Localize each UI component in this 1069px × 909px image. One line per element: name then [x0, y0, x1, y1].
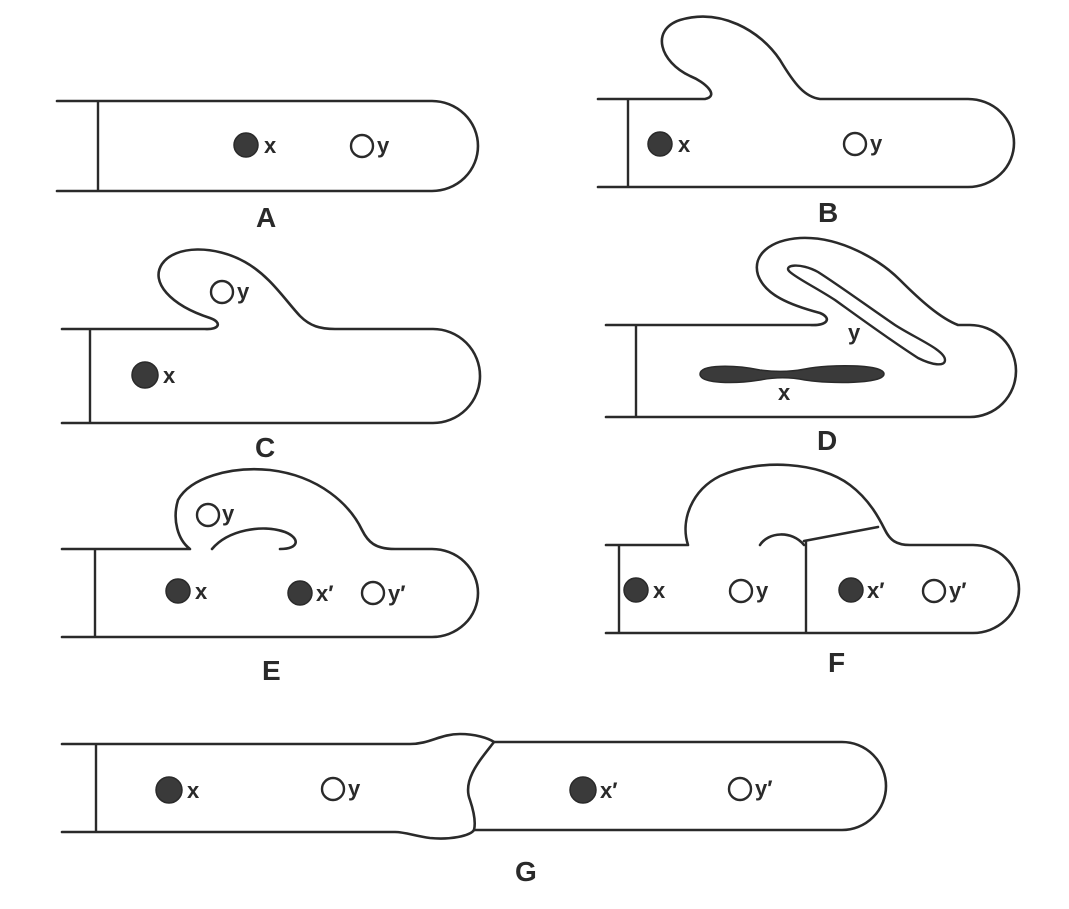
panel-c-nucleus-y — [209, 279, 235, 305]
panel-c-label-y: y — [237, 279, 250, 304]
panel-f-label-x-prime: x′ — [867, 578, 885, 603]
panel-e-label-x: x — [195, 579, 208, 604]
panel-f-clamp-junction — [758, 525, 880, 547]
panel-c: x y C — [60, 248, 482, 463]
panel-g: x y x′ y′ G — [60, 732, 888, 887]
panel-d-nucleus-y-dividing — [786, 264, 947, 366]
panel-g-nucleus-y — [320, 776, 346, 802]
panel-c-label-x: x — [163, 363, 176, 388]
panel-d-letter: D — [817, 425, 837, 456]
panel-g-label-y: y — [348, 776, 361, 801]
panel-f: x y x′ y′ F — [604, 463, 1021, 678]
panel-b-label-x: x — [678, 132, 691, 157]
panel-d: x y D — [604, 236, 1018, 456]
panel-a-label-x: x — [264, 133, 277, 158]
panel-f-label-y: y — [756, 578, 769, 603]
panel-g-letter: G — [515, 856, 537, 887]
panel-g-label-y-prime: y′ — [755, 776, 773, 801]
panel-c-nucleus-x — [131, 361, 159, 389]
panel-a-hypha — [55, 99, 480, 193]
panel-e-clamp-hook — [210, 527, 297, 551]
panel-b-nucleus-y — [842, 131, 868, 157]
panel-e-nucleus-x-prime — [287, 580, 313, 606]
panel-c-hypha — [60, 248, 482, 425]
panel-b-letter: B — [818, 197, 838, 228]
panel-b-hypha — [596, 15, 1016, 189]
panel-d-hypha — [604, 236, 1018, 419]
panel-d-label-x: x — [778, 380, 791, 405]
panel-d-label-y: y — [848, 320, 861, 345]
panel-g-label-x-prime: x′ — [600, 778, 618, 803]
panel-a-nucleus-x — [233, 132, 259, 158]
panel-b: x y B — [596, 15, 1016, 228]
panel-c-letter: C — [255, 432, 275, 463]
panel-d-nucleus-x-dividing — [699, 364, 885, 384]
panel-b-nucleus-x — [647, 131, 673, 157]
panel-a: x y A — [55, 99, 480, 233]
panel-e-label-y-prime: y′ — [388, 581, 406, 606]
panel-e-hypha — [60, 468, 480, 639]
panel-f-nucleus-x-prime — [838, 577, 864, 603]
panel-f-letter: F — [828, 647, 845, 678]
panel-a-label-y: y — [377, 133, 390, 158]
panel-b-label-y: y — [870, 131, 883, 156]
panel-g-nucleus-x — [155, 776, 183, 804]
panel-g-label-x: x — [187, 778, 200, 803]
panel-e-label-x-prime: x′ — [316, 581, 334, 606]
panel-g-septum-junction — [466, 740, 496, 832]
panel-e-nucleus-x — [165, 578, 191, 604]
panel-a-letter: A — [256, 202, 276, 233]
panel-e-label-y: y — [222, 501, 235, 526]
panel-e-letter: E — [262, 655, 281, 686]
panel-f-nucleus-x — [623, 577, 649, 603]
panel-g-hypha — [60, 732, 888, 840]
panel-e: x x′ y′ y E — [60, 468, 480, 686]
panel-e-nucleus-y — [195, 502, 221, 528]
panel-f-hypha — [604, 463, 1021, 635]
panel-g-nucleus-x-prime — [569, 776, 597, 804]
panel-g-nucleus-y-prime — [727, 776, 753, 802]
panel-f-label-y-prime: y′ — [949, 578, 967, 603]
panel-f-label-x: x — [653, 578, 666, 603]
panel-a-nucleus-y — [349, 133, 375, 159]
panel-e-nucleus-y-prime — [360, 580, 386, 606]
panel-f-nucleus-y-prime — [921, 578, 947, 604]
panel-f-nucleus-y — [728, 578, 754, 604]
